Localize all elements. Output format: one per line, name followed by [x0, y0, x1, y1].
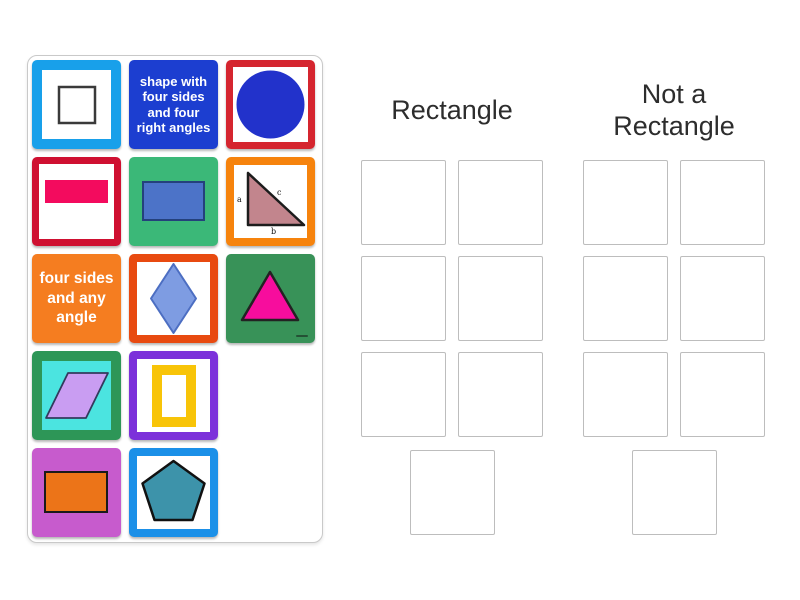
tile-purple-parallelogram[interactable]: [32, 351, 121, 440]
tile-definition-four-right-angles[interactable]: shape with four sides and four right ang…: [129, 60, 218, 149]
right-triangle-shape: [246, 171, 306, 227]
tile-white-square-outline[interactable]: [32, 60, 121, 149]
pentagon-shape: [141, 459, 206, 522]
tile-orange-rectangle[interactable]: [32, 448, 121, 537]
tile-panel: shape with four sides and four right ang…: [27, 55, 323, 543]
drop-slot-rectangle-7[interactable]: [410, 450, 495, 535]
drop-slot-rectangle-6[interactable]: [458, 352, 543, 437]
tile-blue-diamond[interactable]: [129, 254, 218, 343]
drop-slot-rectangle-1[interactable]: [361, 160, 446, 245]
drop-slot-rectangle-2[interactable]: [458, 160, 543, 245]
triangle-side-label-a: a: [237, 195, 242, 204]
tile-pink-rectangle[interactable]: [32, 157, 121, 246]
drop-slot-not-a-rectangle-2[interactable]: [680, 160, 765, 245]
group-title-rectangle: Rectangle: [391, 94, 513, 125]
drop-slot-not-a-rectangle-6[interactable]: [680, 352, 765, 437]
rhombus-shape: [150, 263, 197, 334]
triangle-side-label-c: c: [277, 188, 282, 197]
drop-slot-rectangle-4[interactable]: [458, 256, 543, 341]
tile-text: four sides and any angle: [39, 270, 114, 327]
tile-pink-triangle[interactable]: [226, 254, 315, 343]
parallelogram-shape: [45, 372, 109, 419]
group-slots-rectangle: [361, 160, 543, 437]
square-outline-shape: [57, 85, 97, 125]
group-slots-not-a-rectangle: [583, 160, 765, 437]
tile-teal-pentagon[interactable]: [129, 448, 218, 537]
drop-slot-not-a-rectangle-4[interactable]: [680, 256, 765, 341]
tile-definition-any-angle[interactable]: four sides and any angle: [32, 254, 121, 343]
tile-blue-circle[interactable]: [226, 60, 315, 149]
tile-right-triangle[interactable]: a b c: [226, 157, 315, 246]
triangle-shape: [240, 270, 300, 322]
watermark-mark: [296, 335, 308, 337]
drop-slot-rectangle-3[interactable]: [361, 256, 446, 341]
drop-slot-not-a-rectangle-1[interactable]: [583, 160, 668, 245]
rectangle-shape: [44, 471, 108, 513]
triangle-side-label-b: b: [271, 227, 277, 236]
circle-shape: [236, 70, 305, 139]
group-title-not-a-rectangle: Not a Rectangle: [613, 78, 735, 141]
rectangle-shape: [45, 180, 108, 203]
rectangle-outline-shape: [151, 364, 196, 427]
tile-gold-rectangle-outline[interactable]: [129, 351, 218, 440]
tile-blue-rectangle[interactable]: [129, 157, 218, 246]
drop-slot-not-a-rectangle-7[interactable]: [632, 450, 717, 535]
rectangle-shape: [142, 181, 205, 221]
drop-slot-not-a-rectangle-5[interactable]: [583, 352, 668, 437]
tile-text: shape with four sides and four right ang…: [136, 73, 211, 135]
drop-slot-rectangle-5[interactable]: [361, 352, 446, 437]
drop-slot-not-a-rectangle-3[interactable]: [583, 256, 668, 341]
